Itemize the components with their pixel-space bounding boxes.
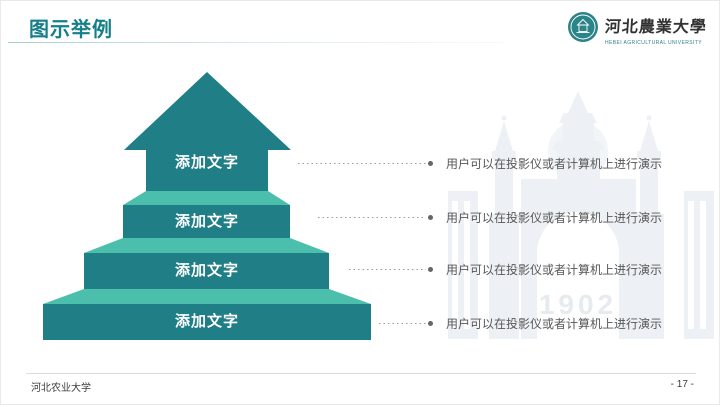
- title-underline: [8, 42, 504, 43]
- callout-dotted-line: [298, 162, 426, 164]
- callout-bullet-icon: [428, 160, 433, 166]
- logo-en-word: AGRICULTURAL: [623, 40, 667, 46]
- university-name-calligraphy: 河北農業大學: [604, 17, 708, 36]
- pyramid-arrow: [124, 72, 291, 191]
- callout-row: 用户可以在投影仪或者计算机上进行演示: [298, 156, 663, 171]
- callout-text: 用户可以在投影仪或者计算机上进行演示: [446, 156, 663, 171]
- university-name-block: 河北農業大學 HEBEI AGRICULTURAL UNIVERSITY: [604, 11, 708, 46]
- callout-dotted-line: [318, 216, 426, 218]
- watermark-shape: [563, 123, 594, 141]
- university-seal-icon: [568, 12, 598, 42]
- callout-dotted-line: [379, 322, 426, 324]
- watermark-shape: [568, 91, 588, 113]
- watermark-shape: [559, 113, 597, 123]
- watermark-shape: [646, 115, 652, 121]
- pyramid-tier2-top: [123, 191, 290, 205]
- tier-label-3: 添加文字: [174, 262, 239, 279]
- watermark-shape: [700, 201, 706, 329]
- callout-row: 用户可以在投影仪或者计算机上进行演示: [318, 210, 663, 225]
- pyramid-tier4-top: [43, 289, 371, 304]
- watermark-shape: [548, 121, 608, 181]
- callout-bullet-icon: [428, 320, 433, 326]
- page-title: 图示举例: [29, 19, 113, 41]
- logo-en-word: UNIVERSITY: [667, 40, 702, 46]
- watermark-shape: [501, 115, 507, 121]
- university-name-english: HEBEI AGRICULTURAL UNIVERSITY: [605, 40, 702, 46]
- watermark-shape: [495, 121, 513, 151]
- footer-divider: [26, 373, 696, 374]
- university-logo: 河北農業大學 HEBEI AGRICULTURAL UNIVERSITY: [567, 11, 708, 46]
- tier-label-2: 添加文字: [174, 213, 239, 230]
- watermark-shape: [640, 121, 658, 151]
- callout-dotted-line: [349, 268, 426, 270]
- callout-bullet-icon: [428, 214, 433, 220]
- page-number: - 17 -: [670, 379, 694, 390]
- callout-bullet-icon: [428, 266, 433, 272]
- watermark-shape: [688, 201, 694, 329]
- callout-text: 用户可以在投影仪或者计算机上进行演示: [446, 262, 663, 277]
- logo-en-word: HEBEI: [605, 40, 623, 46]
- footer-university-name: 河北农业大学: [31, 383, 91, 394]
- watermark-shape: [684, 191, 714, 339]
- callout-text: 用户可以在投影仪或者计算机上进行演示: [446, 210, 663, 225]
- callout-row: 用户可以在投影仪或者计算机上进行演示: [379, 316, 663, 331]
- callout-text: 用户可以在投影仪或者计算机上进行演示: [446, 316, 663, 331]
- watermark-shape: [552, 141, 605, 150]
- pyramid-tier3-top: [84, 238, 329, 253]
- tier-label-4: 添加文字: [174, 313, 239, 330]
- tier-label-1: 添加文字: [174, 154, 239, 171]
- callout-row: 用户可以在投影仪或者计算机上进行演示: [349, 262, 663, 277]
